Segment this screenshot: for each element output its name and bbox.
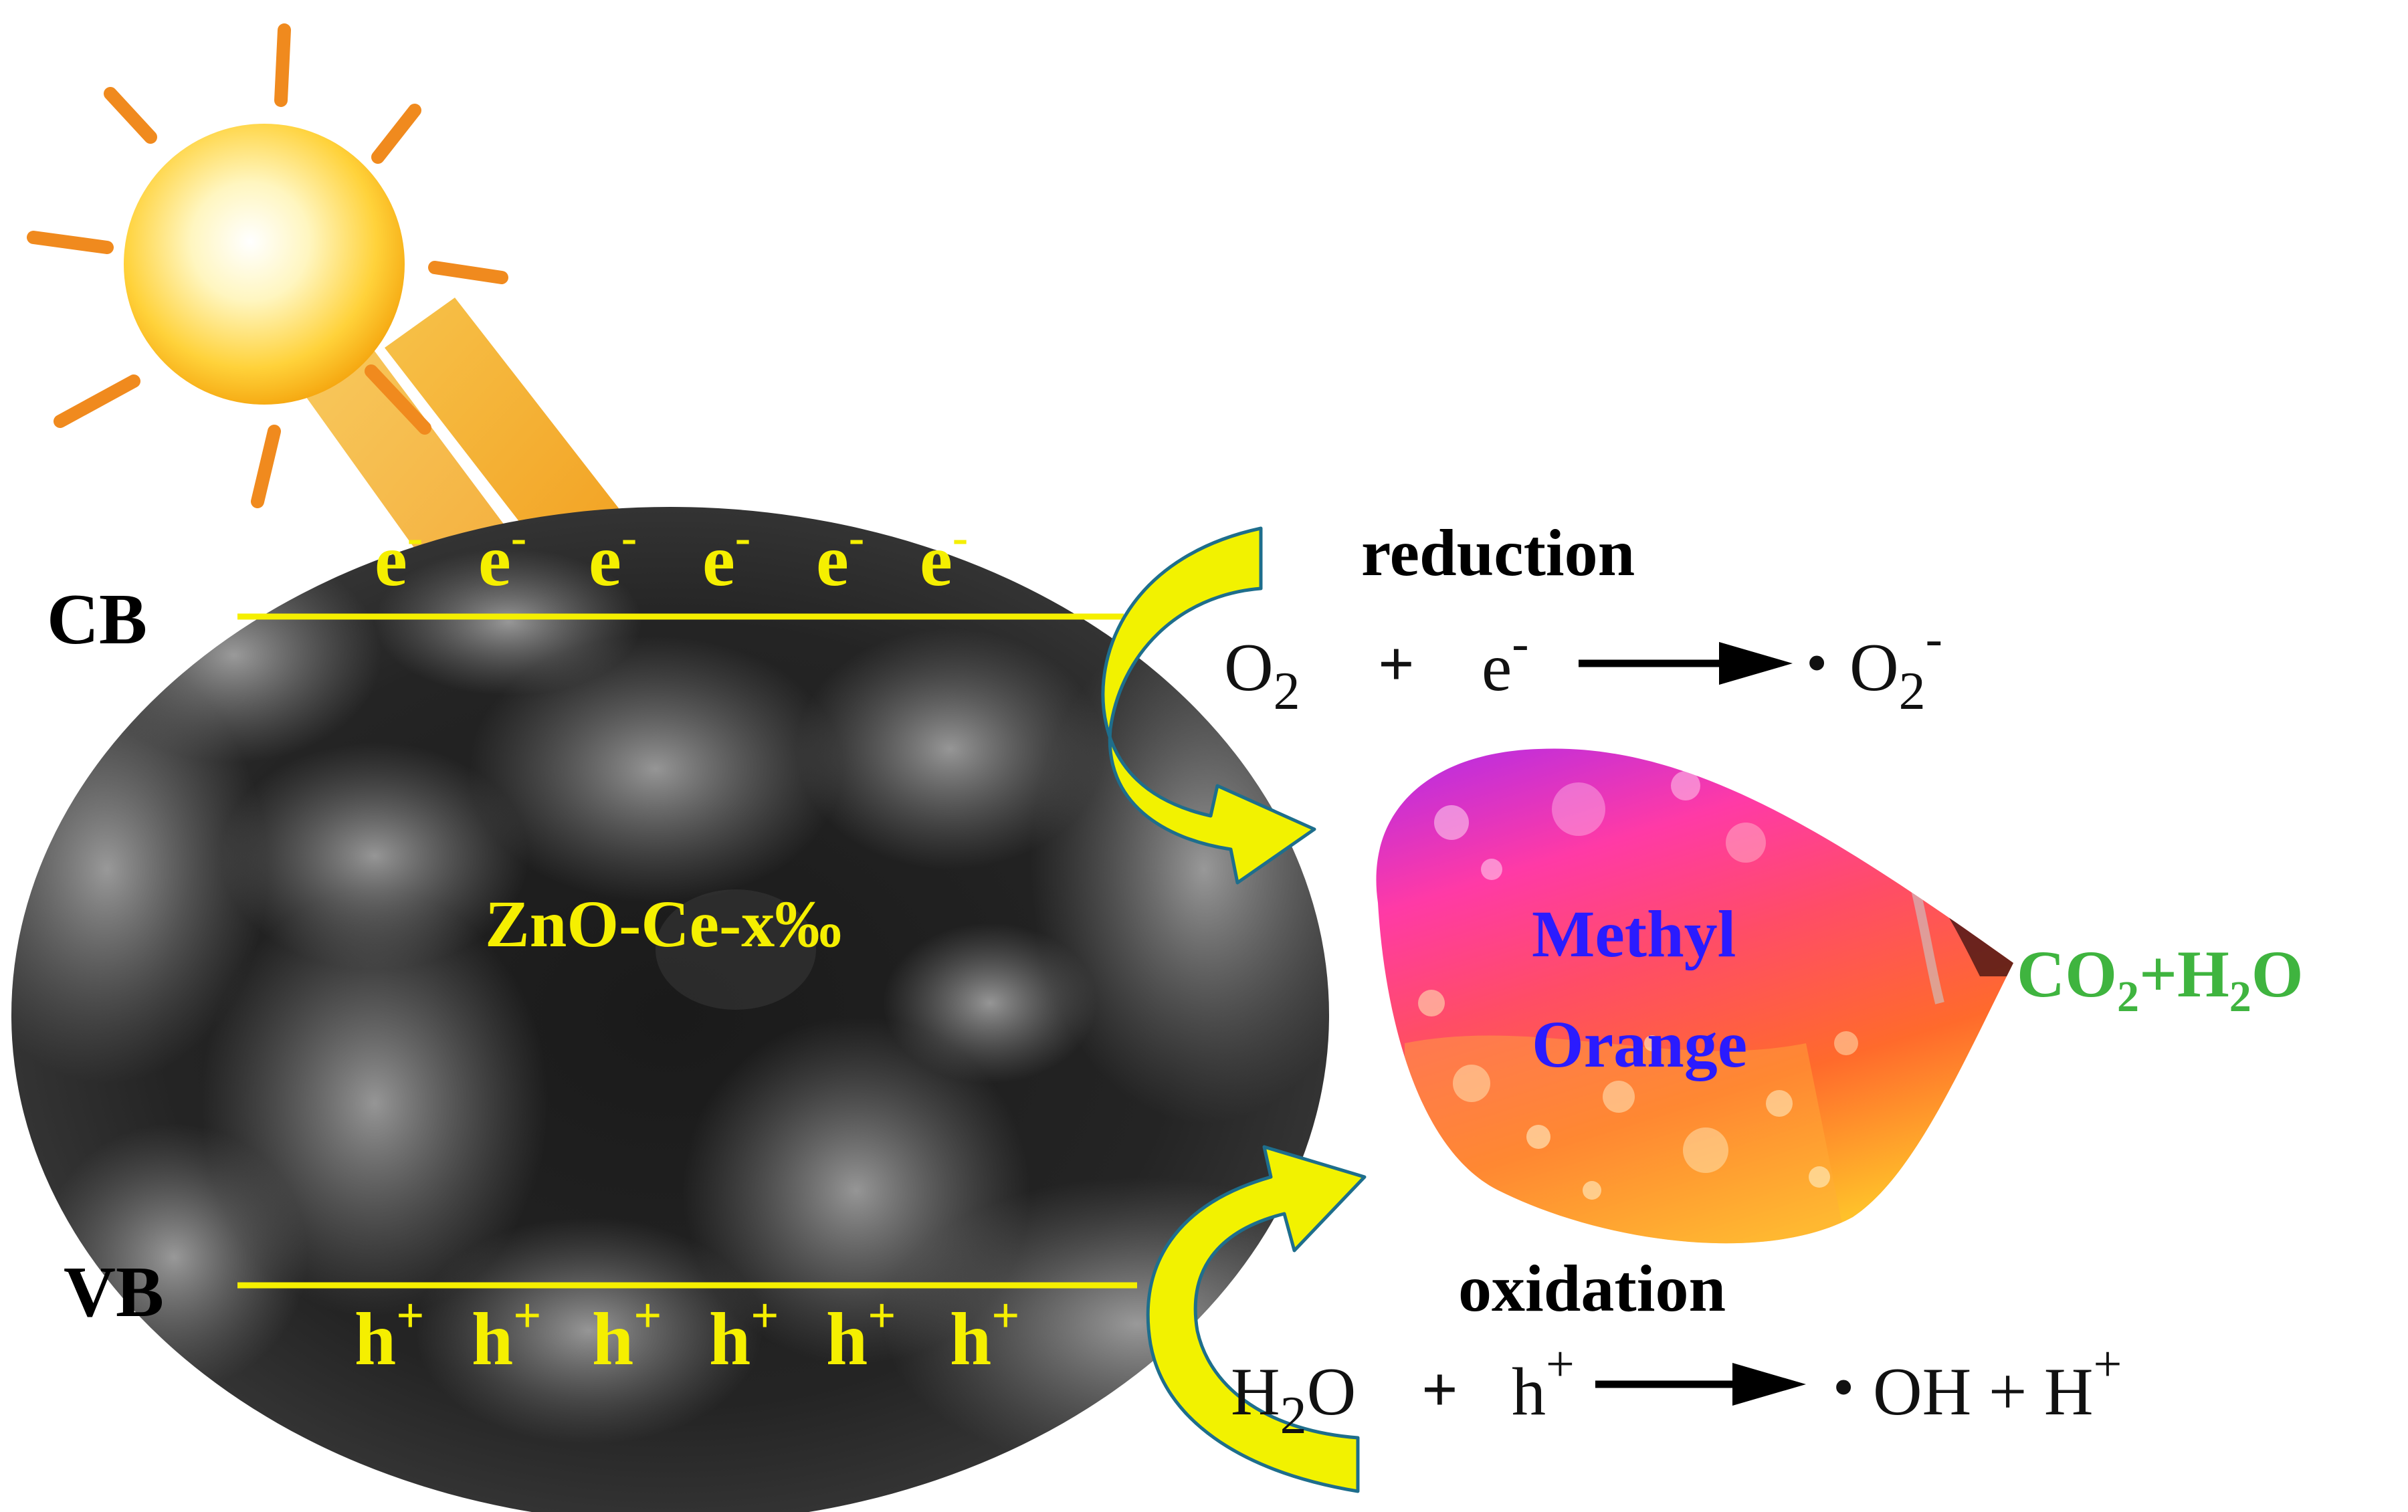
reduction-reactant: O2 [1224,630,1300,721]
oxidation-title: oxidation [1458,1251,1726,1325]
electron: e- [816,512,864,601]
reduction-equation: O2 + e- • O2- [1224,611,1942,721]
oxidation-product-dot: • [1833,1353,1854,1421]
reduction-product: O2- [1849,611,1942,721]
electron-row: e- e- e- e- e- e- [375,512,968,601]
reduction-electron: e- [1482,615,1529,706]
oxidation-reactant: H2O [1231,1354,1356,1445]
electron: e- [589,512,637,601]
hole: h+ [950,1289,1019,1381]
products-label: CO2+H2O [2017,937,2304,1021]
oxidation-arrow-icon [1595,1363,1806,1406]
reduction-arrow-icon [1579,642,1793,685]
oxidation-hole: h+ [1512,1336,1575,1430]
reduction-product-dot: • [1806,629,1827,697]
reduction-title: reduction [1361,516,1635,590]
pollutant-label-line1: Methyl [1532,897,1736,971]
curved-arrow-icon [1101,526,1316,885]
cb-label: CB [47,580,147,659]
hole: h+ [355,1289,424,1381]
hole: h+ [709,1289,779,1381]
methyl-orange-droplet [1376,748,2013,1244]
electron: e- [920,512,968,601]
reduction-plus: + [1378,628,1415,699]
vb-label: VB [64,1253,164,1332]
electron: e- [375,512,423,601]
electron: e- [478,512,526,601]
sun-rays [27,23,508,508]
hole: h+ [592,1289,662,1381]
sun-core [124,124,405,405]
pollutant-label-line2: Orange [1532,1007,1747,1081]
catalyst-label: ZnO-Ce-x‰ [485,887,841,961]
curved-arrow-icon [1146,1145,1367,1493]
hole: h+ [826,1289,896,1381]
oxidation-equation: H2O + h+ • OH + H+ [1231,1336,2122,1445]
hole: h+ [472,1289,541,1381]
electron: e- [702,512,750,601]
oxidation-plus: + [1421,1354,1458,1425]
oxidation-product: OH + H+ [1873,1336,2122,1430]
hole-row: h+ h+ h+ h+ h+ h+ [355,1289,1019,1381]
